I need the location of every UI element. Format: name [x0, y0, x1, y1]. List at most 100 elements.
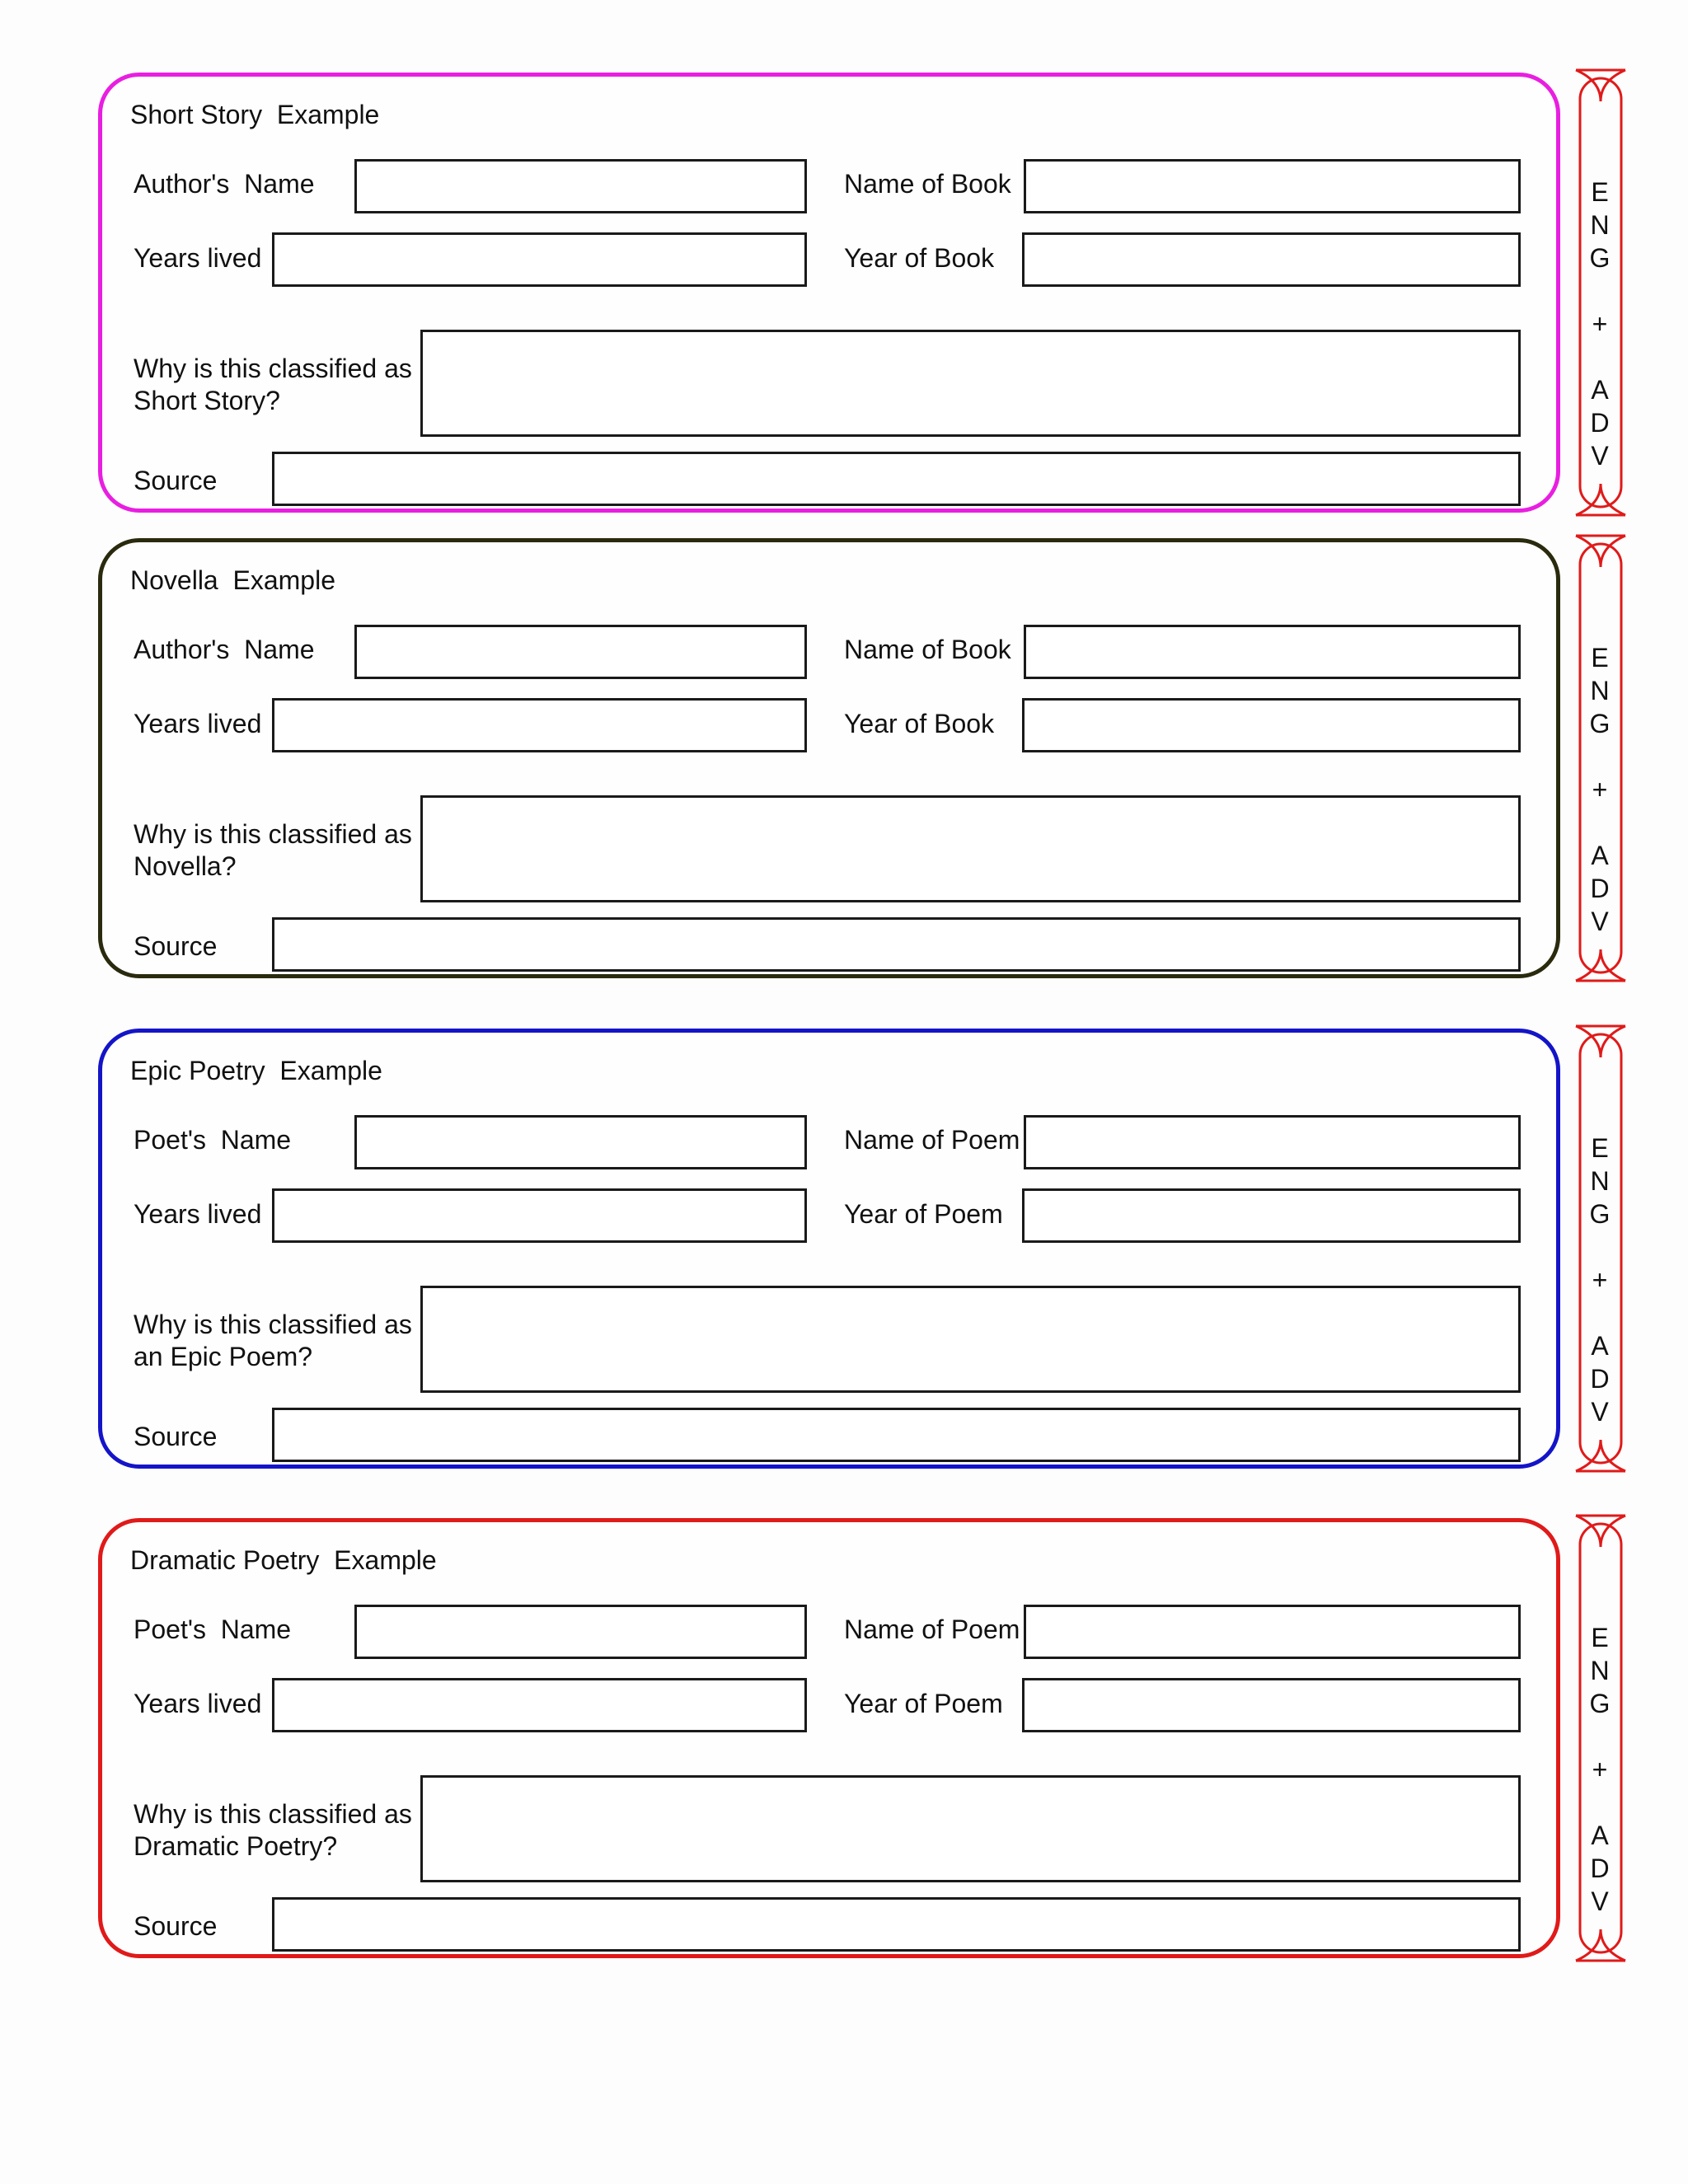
years-lived-field[interactable] [272, 232, 807, 287]
side-tab-letter: G [1589, 1199, 1611, 1229]
source-field[interactable] [272, 1897, 1521, 1952]
side-tab-letter [1574, 340, 1625, 373]
years-lived-label: Years lived [134, 1199, 262, 1229]
side-tab-letter: A [1591, 375, 1609, 405]
why-answer-field[interactable] [420, 795, 1521, 902]
side-tab-letter [1574, 1230, 1625, 1263]
creator-name-field[interactable] [354, 1115, 807, 1169]
creator-name-field[interactable] [354, 625, 807, 679]
side-tab-letter [1574, 740, 1625, 773]
section-title: Short Story Example [130, 100, 380, 129]
side-tab-letter: E [1591, 643, 1609, 673]
side-tab-letter: D [1590, 1364, 1610, 1394]
side-tab-letter: A [1591, 841, 1609, 870]
side-tab-letter [1574, 806, 1625, 839]
work-name-label: Name of Book [844, 635, 1011, 664]
years-lived-field[interactable] [272, 1188, 807, 1243]
side-tab-letter: N [1590, 1656, 1610, 1685]
years-lived-label: Years lived [134, 1689, 262, 1718]
side-tab-letter: N [1590, 676, 1610, 705]
why-question-line-2: an Epic Poem? [134, 1342, 313, 1371]
section-title: Epic Poetry Example [130, 1056, 382, 1085]
why-question-line-2: Novella? [134, 851, 237, 881]
source-field[interactable] [272, 452, 1521, 506]
source-field[interactable] [272, 1408, 1521, 1462]
side-tab-letter: E [1591, 1623, 1609, 1652]
why-question-line-2: Dramatic Poetry? [134, 1831, 338, 1861]
why-question-line-1: Why is this classified as a [134, 819, 434, 849]
creator-name-field[interactable] [354, 1605, 807, 1659]
years-lived-field[interactable] [272, 698, 807, 752]
why-question-line-2: Short Story? [134, 386, 280, 415]
work-year-field[interactable] [1022, 698, 1521, 752]
side-tab-letter: A [1591, 1331, 1609, 1361]
work-year-field[interactable] [1022, 232, 1521, 287]
work-name-field[interactable] [1024, 1115, 1521, 1169]
side-tab-letter: V [1591, 907, 1609, 936]
side-tab-letter: D [1590, 408, 1610, 438]
years-lived-label: Years lived [134, 709, 262, 738]
source-label: Source [134, 466, 218, 495]
work-name-field[interactable] [1024, 1605, 1521, 1659]
source-label: Source [134, 1422, 218, 1451]
side-tab-letter: + [1592, 309, 1608, 339]
work-year-field[interactable] [1022, 1678, 1521, 1732]
section-title: Novella Example [130, 565, 335, 595]
side-tab-letter: D [1590, 1854, 1610, 1883]
years-lived-label: Years lived [134, 243, 262, 273]
side-tab-letter: V [1591, 441, 1609, 471]
why-answer-field[interactable] [420, 1286, 1521, 1393]
side-tab-letter: E [1591, 177, 1609, 207]
side-tab-letter: + [1592, 775, 1608, 804]
work-year-field[interactable] [1022, 1188, 1521, 1243]
side-tab-letter: N [1590, 210, 1610, 240]
side-tab-letter [1574, 1720, 1625, 1753]
why-question-line-1: Why is this classified as a [134, 354, 434, 383]
side-tab-letter: N [1590, 1166, 1610, 1196]
side-tab-letter [1574, 1786, 1625, 1819]
side-tab-letter: + [1592, 1755, 1608, 1784]
source-label: Source [134, 931, 218, 961]
work-name-label: Name of Poem [844, 1125, 1020, 1155]
side-tab-letter: G [1589, 1689, 1611, 1718]
side-tab-letter: D [1590, 874, 1610, 903]
work-name-label: Name of Poem [844, 1615, 1020, 1644]
section-title: Dramatic Poetry Example [130, 1545, 437, 1575]
work-name-field[interactable] [1024, 625, 1521, 679]
side-tab-letter: V [1591, 1886, 1609, 1916]
work-year-label: Year of Book [844, 243, 995, 273]
side-tab-letter: G [1589, 243, 1611, 273]
why-question-line-1: Why is this classified as [134, 1799, 412, 1829]
side-tab-letter: A [1591, 1821, 1609, 1850]
work-name-field[interactable] [1024, 159, 1521, 213]
side-tab-letter [1574, 1296, 1625, 1329]
side-tab-letter [1574, 274, 1625, 307]
work-year-label: Year of Poem [844, 1689, 1003, 1718]
side-tab-letter: + [1592, 1265, 1608, 1295]
source-field[interactable] [272, 917, 1521, 972]
why-answer-field[interactable] [420, 330, 1521, 437]
creator-name-label: Poet's Name [134, 1125, 292, 1155]
creator-name-label: Poet's Name [134, 1615, 292, 1644]
side-tab-letter: V [1591, 1397, 1609, 1427]
why-answer-field[interactable] [420, 1775, 1521, 1882]
creator-name-field[interactable] [354, 159, 807, 213]
work-year-label: Year of Poem [844, 1199, 1003, 1229]
why-question-line-1: Why is this classified as [134, 1310, 412, 1339]
creator-name-label: Author's Name [134, 635, 315, 664]
source-label: Source [134, 1911, 218, 1941]
years-lived-field[interactable] [272, 1678, 807, 1732]
creator-name-label: Author's Name [134, 169, 315, 199]
side-tab-letter: G [1589, 709, 1611, 738]
